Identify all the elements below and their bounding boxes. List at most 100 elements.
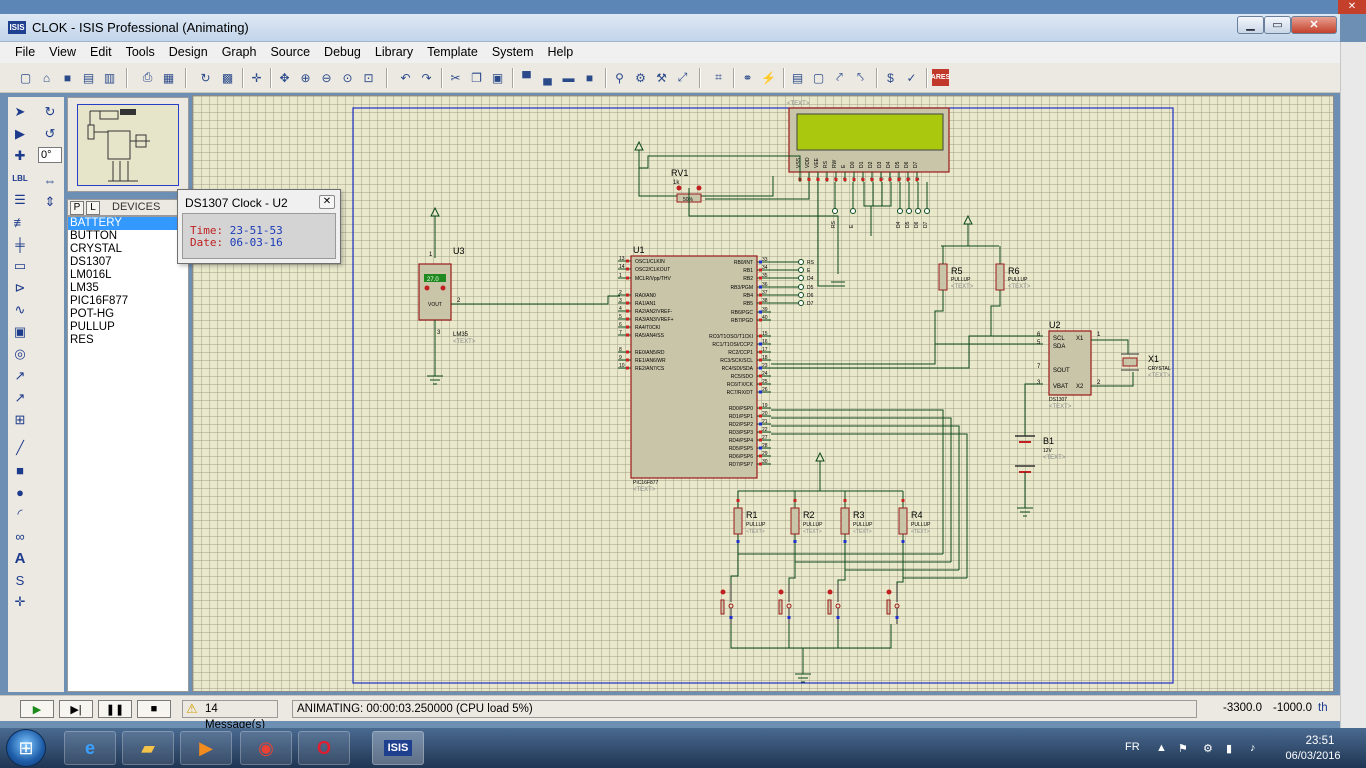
rb-net-terminal[interactable] [798, 292, 804, 298]
opera-icon[interactable]: O [298, 731, 350, 765]
print-icon[interactable]: ⎙ [142, 70, 153, 84]
pullup-resistor-r6[interactable]: R6 PULLUP <TEXT> [995, 263, 1031, 291]
text-script-icon[interactable]: ☰ [14, 192, 26, 207]
potentiometer-rv1[interactable]: RV1 1k 50% [671, 168, 702, 206]
cut-icon[interactable]: ✂ [450, 70, 461, 85]
zoom-in-icon[interactable]: ⊕ [300, 70, 311, 85]
rtc-u2[interactable]: U2 SCL SDA SOUT VBAT X1 X2 6 5 7 3 1 2 D… [1037, 320, 1101, 410]
media-icon[interactable]: ▶ [180, 731, 232, 765]
device-item-ds1307[interactable]: DS1307 [70, 256, 112, 268]
menu-file[interactable]: File [15, 45, 36, 59]
junction-dot-icon[interactable]: ✚ [14, 148, 26, 163]
menu-template[interactable]: Template [427, 45, 478, 59]
pullup-resistor-r5[interactable]: R5 PULLUP <TEXT> [938, 263, 974, 291]
isis-icon[interactable]: ISIS [372, 731, 424, 765]
overview-preview[interactable] [77, 104, 179, 186]
menu-debug[interactable]: Debug [324, 45, 361, 59]
grid-icon[interactable]: ▩ [221, 70, 234, 85]
rb-net-terminal[interactable] [798, 284, 804, 290]
make-device-icon[interactable]: ⚙ [635, 70, 646, 85]
clock-date[interactable]: 06/03/2016 [1285, 750, 1341, 762]
tray-network-icon[interactable]: ▮ [1226, 743, 1233, 755]
copy-icon[interactable]: ❐ [471, 70, 482, 85]
save-icon[interactable]: ■ [63, 70, 72, 85]
symbol-tool-icon[interactable]: S [15, 572, 25, 588]
selection-mode-icon[interactable]: ➤ [14, 104, 26, 119]
subcircuit-icon[interactable]: ╪ [15, 236, 25, 252]
pause-button[interactable]: ❚❚ [98, 700, 132, 718]
device-item-res[interactable]: RES [70, 334, 94, 346]
origin-icon[interactable]: ✛ [251, 70, 262, 85]
lcd-display[interactable]: <TEXT> VSS1VDD2VEE3RS4RW5E6D07D18D29D310… [787, 101, 950, 182]
goto-sheet-icon[interactable]: ⤤ [836, 70, 843, 84]
arc-tool-icon[interactable]: ◜ [17, 506, 23, 521]
packaging-tool-icon[interactable]: ⚒ [656, 70, 667, 85]
tray-expand-icon[interactable]: ▲ [1156, 742, 1167, 754]
print-area-icon[interactable]: ▦ [162, 70, 175, 85]
lcd-net-terminal[interactable] [832, 208, 838, 214]
block-move-icon[interactable]: ▄ [543, 70, 552, 85]
library-manager-button[interactable]: L [86, 201, 100, 215]
lcd-net-terminal[interactable] [915, 208, 921, 214]
pick-device-icon[interactable]: ⚲ [615, 70, 624, 85]
rb-net-terminal[interactable] [798, 259, 804, 265]
rb-net-terminal[interactable] [798, 300, 804, 306]
component-mode-icon[interactable]: ▶ [15, 126, 25, 141]
menu-help[interactable]: Help [547, 45, 574, 59]
bill-of-materials-icon[interactable]: $ [887, 70, 894, 85]
undo-icon[interactable]: ↶ [400, 70, 411, 85]
play-button[interactable]: ▶ [20, 700, 54, 718]
clock-time[interactable]: 23:51 [1305, 735, 1335, 747]
voltage-probe-icon[interactable]: ↗ [14, 368, 26, 383]
lcd-net-terminal[interactable] [924, 208, 930, 214]
zoom-area-icon[interactable]: ⊡ [363, 70, 374, 85]
search-tag-icon[interactable]: ⚭ [742, 70, 753, 85]
explorer-icon[interactable]: ▰ [122, 731, 174, 765]
rotation-angle-field[interactable]: 0° [38, 147, 62, 163]
device-item-pot-hg[interactable]: POT-HG [70, 308, 115, 320]
rotate-clockwise-icon[interactable]: ↻ [44, 104, 56, 119]
open-folder-icon[interactable]: ⌂ [42, 70, 51, 85]
graph-mode-icon[interactable]: ∿ [14, 302, 26, 317]
zoom-all-icon[interactable]: ⊙ [342, 70, 353, 85]
lcd-net-terminal[interactable] [906, 208, 912, 214]
chrome-icon[interactable]: ◉ [240, 731, 292, 765]
rotate-anticlockwise-icon[interactable]: ↺ [44, 126, 56, 141]
language-indicator[interactable]: FR [1125, 741, 1140, 753]
tray-device-icon[interactable]: ⚙ [1203, 743, 1213, 755]
redo-icon[interactable]: ↷ [421, 70, 432, 85]
current-probe-icon[interactable]: ↗ [14, 390, 26, 405]
terminals-icon[interactable]: ▭ [13, 258, 27, 273]
pick-device-button[interactable]: P [70, 201, 84, 215]
step-button[interactable]: ▶| [59, 700, 93, 718]
minimize-icon[interactable]: ▁ [1237, 16, 1264, 34]
lcd-net-terminal[interactable] [897, 208, 903, 214]
device-item-button[interactable]: BUTTON [70, 230, 118, 242]
paste-icon[interactable]: ▣ [491, 70, 504, 85]
text-tool-icon[interactable]: A [14, 549, 26, 567]
start-button[interactable]: ⊞ [6, 729, 46, 767]
lcd-net-terminal[interactable] [850, 208, 856, 214]
crystal-x1[interactable]: X1 CRYSTAL <TEXT> [1121, 353, 1171, 379]
zoom-out-icon[interactable]: ⊖ [321, 70, 332, 85]
exit-parent-icon[interactable]: ⤣ [857, 70, 864, 84]
tray-flag-icon[interactable]: ⚑ [1178, 743, 1188, 755]
mirror-horizontal-icon[interactable]: ⇔ [43, 172, 57, 188]
generator-icon[interactable]: ◎ [14, 346, 26, 361]
refresh-icon[interactable]: ↻ [200, 70, 211, 85]
new-sheet-icon[interactable]: ▤ [791, 70, 804, 85]
popup-close-icon[interactable]: ✕ [319, 195, 335, 209]
vertical-scrollbar[interactable] [1340, 42, 1366, 732]
menu-tools[interactable]: Tools [125, 45, 155, 59]
rb-net-terminal[interactable] [798, 275, 804, 281]
mirror-vertical-icon[interactable]: ⇕ [44, 194, 56, 209]
battery-b1[interactable]: B1 12V <TEXT> [1015, 435, 1066, 473]
device-item-crystal[interactable]: CRYSTAL [70, 243, 122, 255]
units-toggle[interactable]: th [1318, 702, 1328, 714]
path-tool-icon[interactable]: ∞ [15, 528, 25, 544]
rb-net-terminal[interactable] [798, 267, 804, 273]
